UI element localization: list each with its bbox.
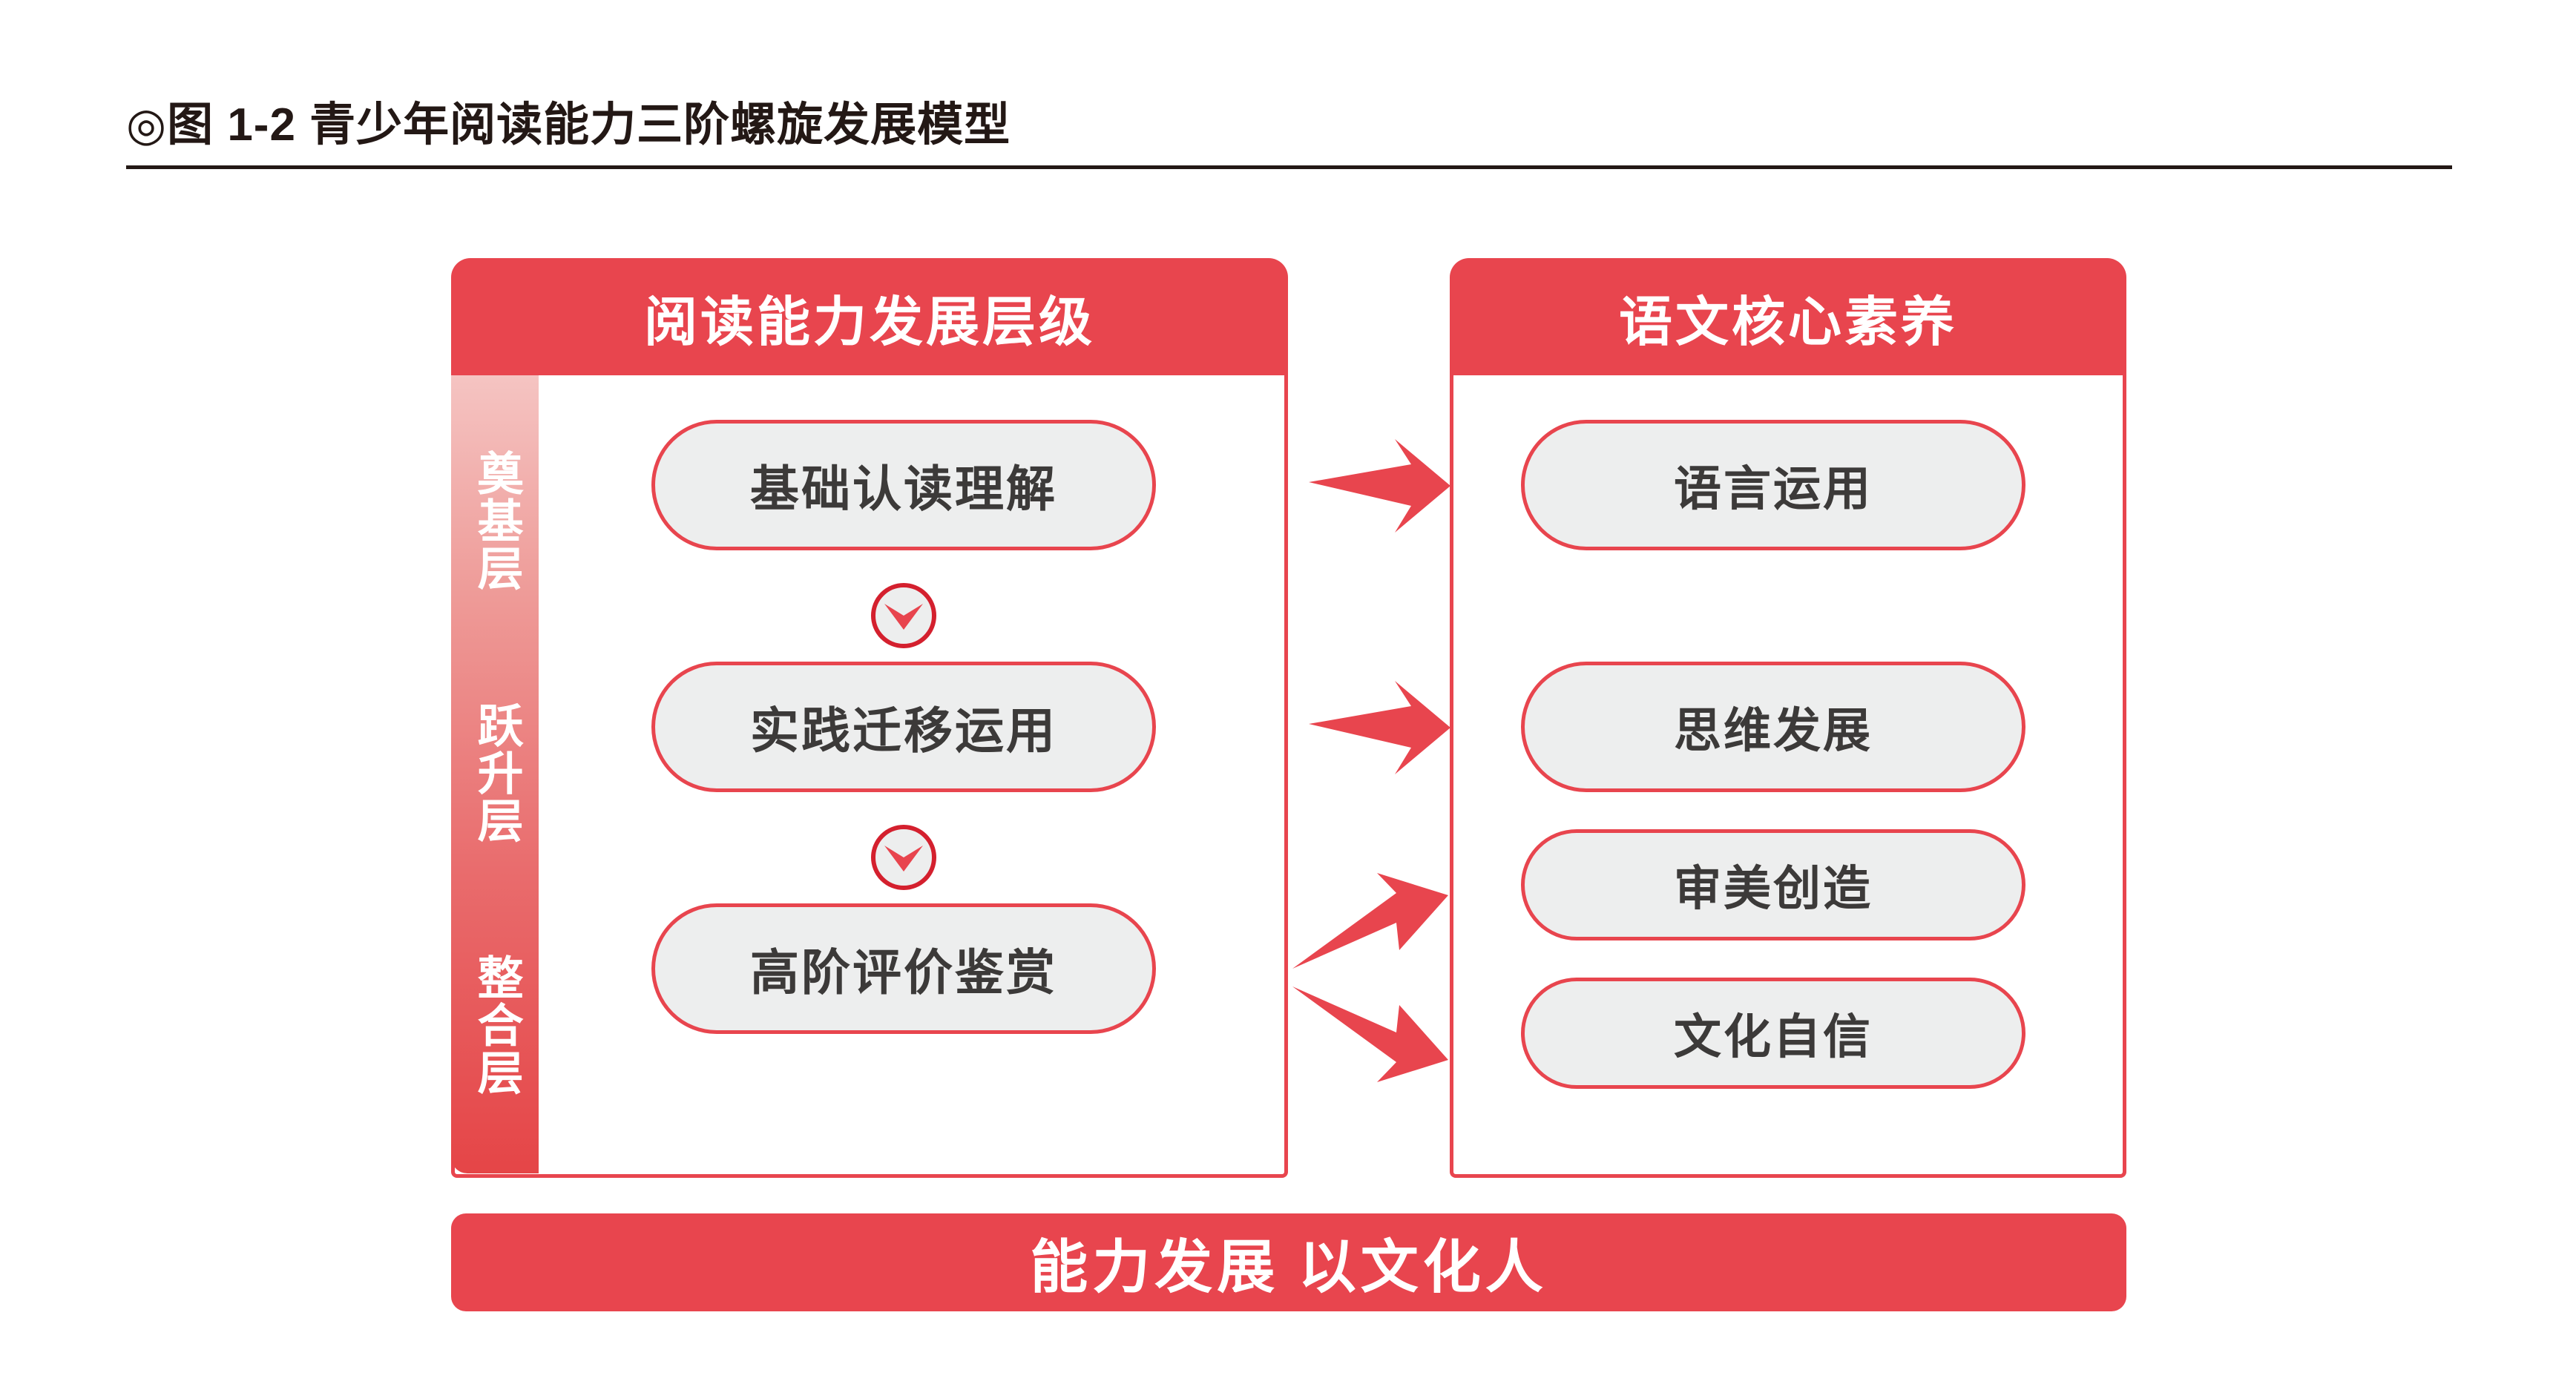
stage-label-advancement: 跃升层: [470, 702, 521, 844]
step-pill-label: 基础认读理解: [750, 463, 1057, 517]
reading-steps-list: 基础认读理解 实践迁移运用 高阶评价鉴赏: [651, 420, 1156, 1162]
core-literacy-panel-title: 语文核心素养: [1618, 292, 1957, 352]
step-pill-advanced-appraisal[interactable]: 高阶评价鉴赏: [651, 903, 1156, 1034]
step-pill-practice-transfer[interactable]: 实践迁移运用: [651, 662, 1156, 792]
summary-banner: 能力发展 以文化人: [451, 1213, 2126, 1311]
chevron-down-icon: [871, 825, 936, 890]
chevron-down-icon: [871, 583, 936, 648]
outcome-pill-cultural-confidence[interactable]: 文化自信: [1521, 978, 2025, 1089]
arrow-practice-to-thinking-icon: [1309, 681, 1450, 774]
outcome-pill-label: 思维发展: [1674, 705, 1873, 757]
outcome-pill-aesthetic-creation[interactable]: 审美创造: [1521, 829, 2025, 940]
stage-label-foundation: 奠基层: [470, 449, 521, 592]
outcome-pill-label: 审美创造: [1674, 863, 1873, 915]
core-literacy-list: 语言运用 思维发展 审美创造 文化自信: [1521, 420, 2025, 1162]
reading-levels-panel-title: 阅读能力发展层级: [643, 292, 1095, 352]
arrow-advanced-to-cultural-icon: [1292, 986, 1448, 1082]
outcome-pill-label: 文化自信: [1674, 1011, 1873, 1064]
core-literacy-panel-header: 语文核心素养: [1450, 258, 2126, 375]
figure-title-block: ◎图 1-2 青少年阅读能力三阶螺旋发展模型: [126, 98, 2456, 170]
outcome-pill-language-use[interactable]: 语言运用: [1521, 420, 2025, 550]
title-divider: [126, 165, 2452, 170]
stage-sidebar: 奠基层 跃升层 整合层: [451, 375, 539, 1173]
core-literacy-panel: 语文核心素养 语言运用 思维发展 审美创造 文化自信: [1450, 258, 2126, 1178]
step-pill-label: 高阶评价鉴赏: [750, 946, 1057, 1001]
reading-levels-panel-header: 阅读能力发展层级: [451, 258, 1288, 375]
stage-label-integration: 整合层: [470, 954, 521, 1096]
page-title: ◎图 1-2 青少年阅读能力三阶螺旋发展模型: [126, 99, 1011, 151]
step-pill-basic-comprehension[interactable]: 基础认读理解: [651, 420, 1156, 550]
reading-levels-panel: 阅读能力发展层级 奠基层 跃升层 整合层 基础认读理解 实践迁移运用: [451, 258, 1288, 1178]
outcome-pill-label: 语言运用: [1674, 463, 1873, 515]
outcome-pill-thinking-development[interactable]: 思维发展: [1521, 662, 2025, 792]
arrow-advanced-to-aesthetic-icon: [1292, 873, 1448, 969]
summary-banner-text: 能力发展 以文化人: [1030, 1235, 1548, 1299]
arrow-basic-to-language-icon: [1309, 439, 1450, 533]
step-pill-label: 实践迁移运用: [750, 705, 1057, 759]
